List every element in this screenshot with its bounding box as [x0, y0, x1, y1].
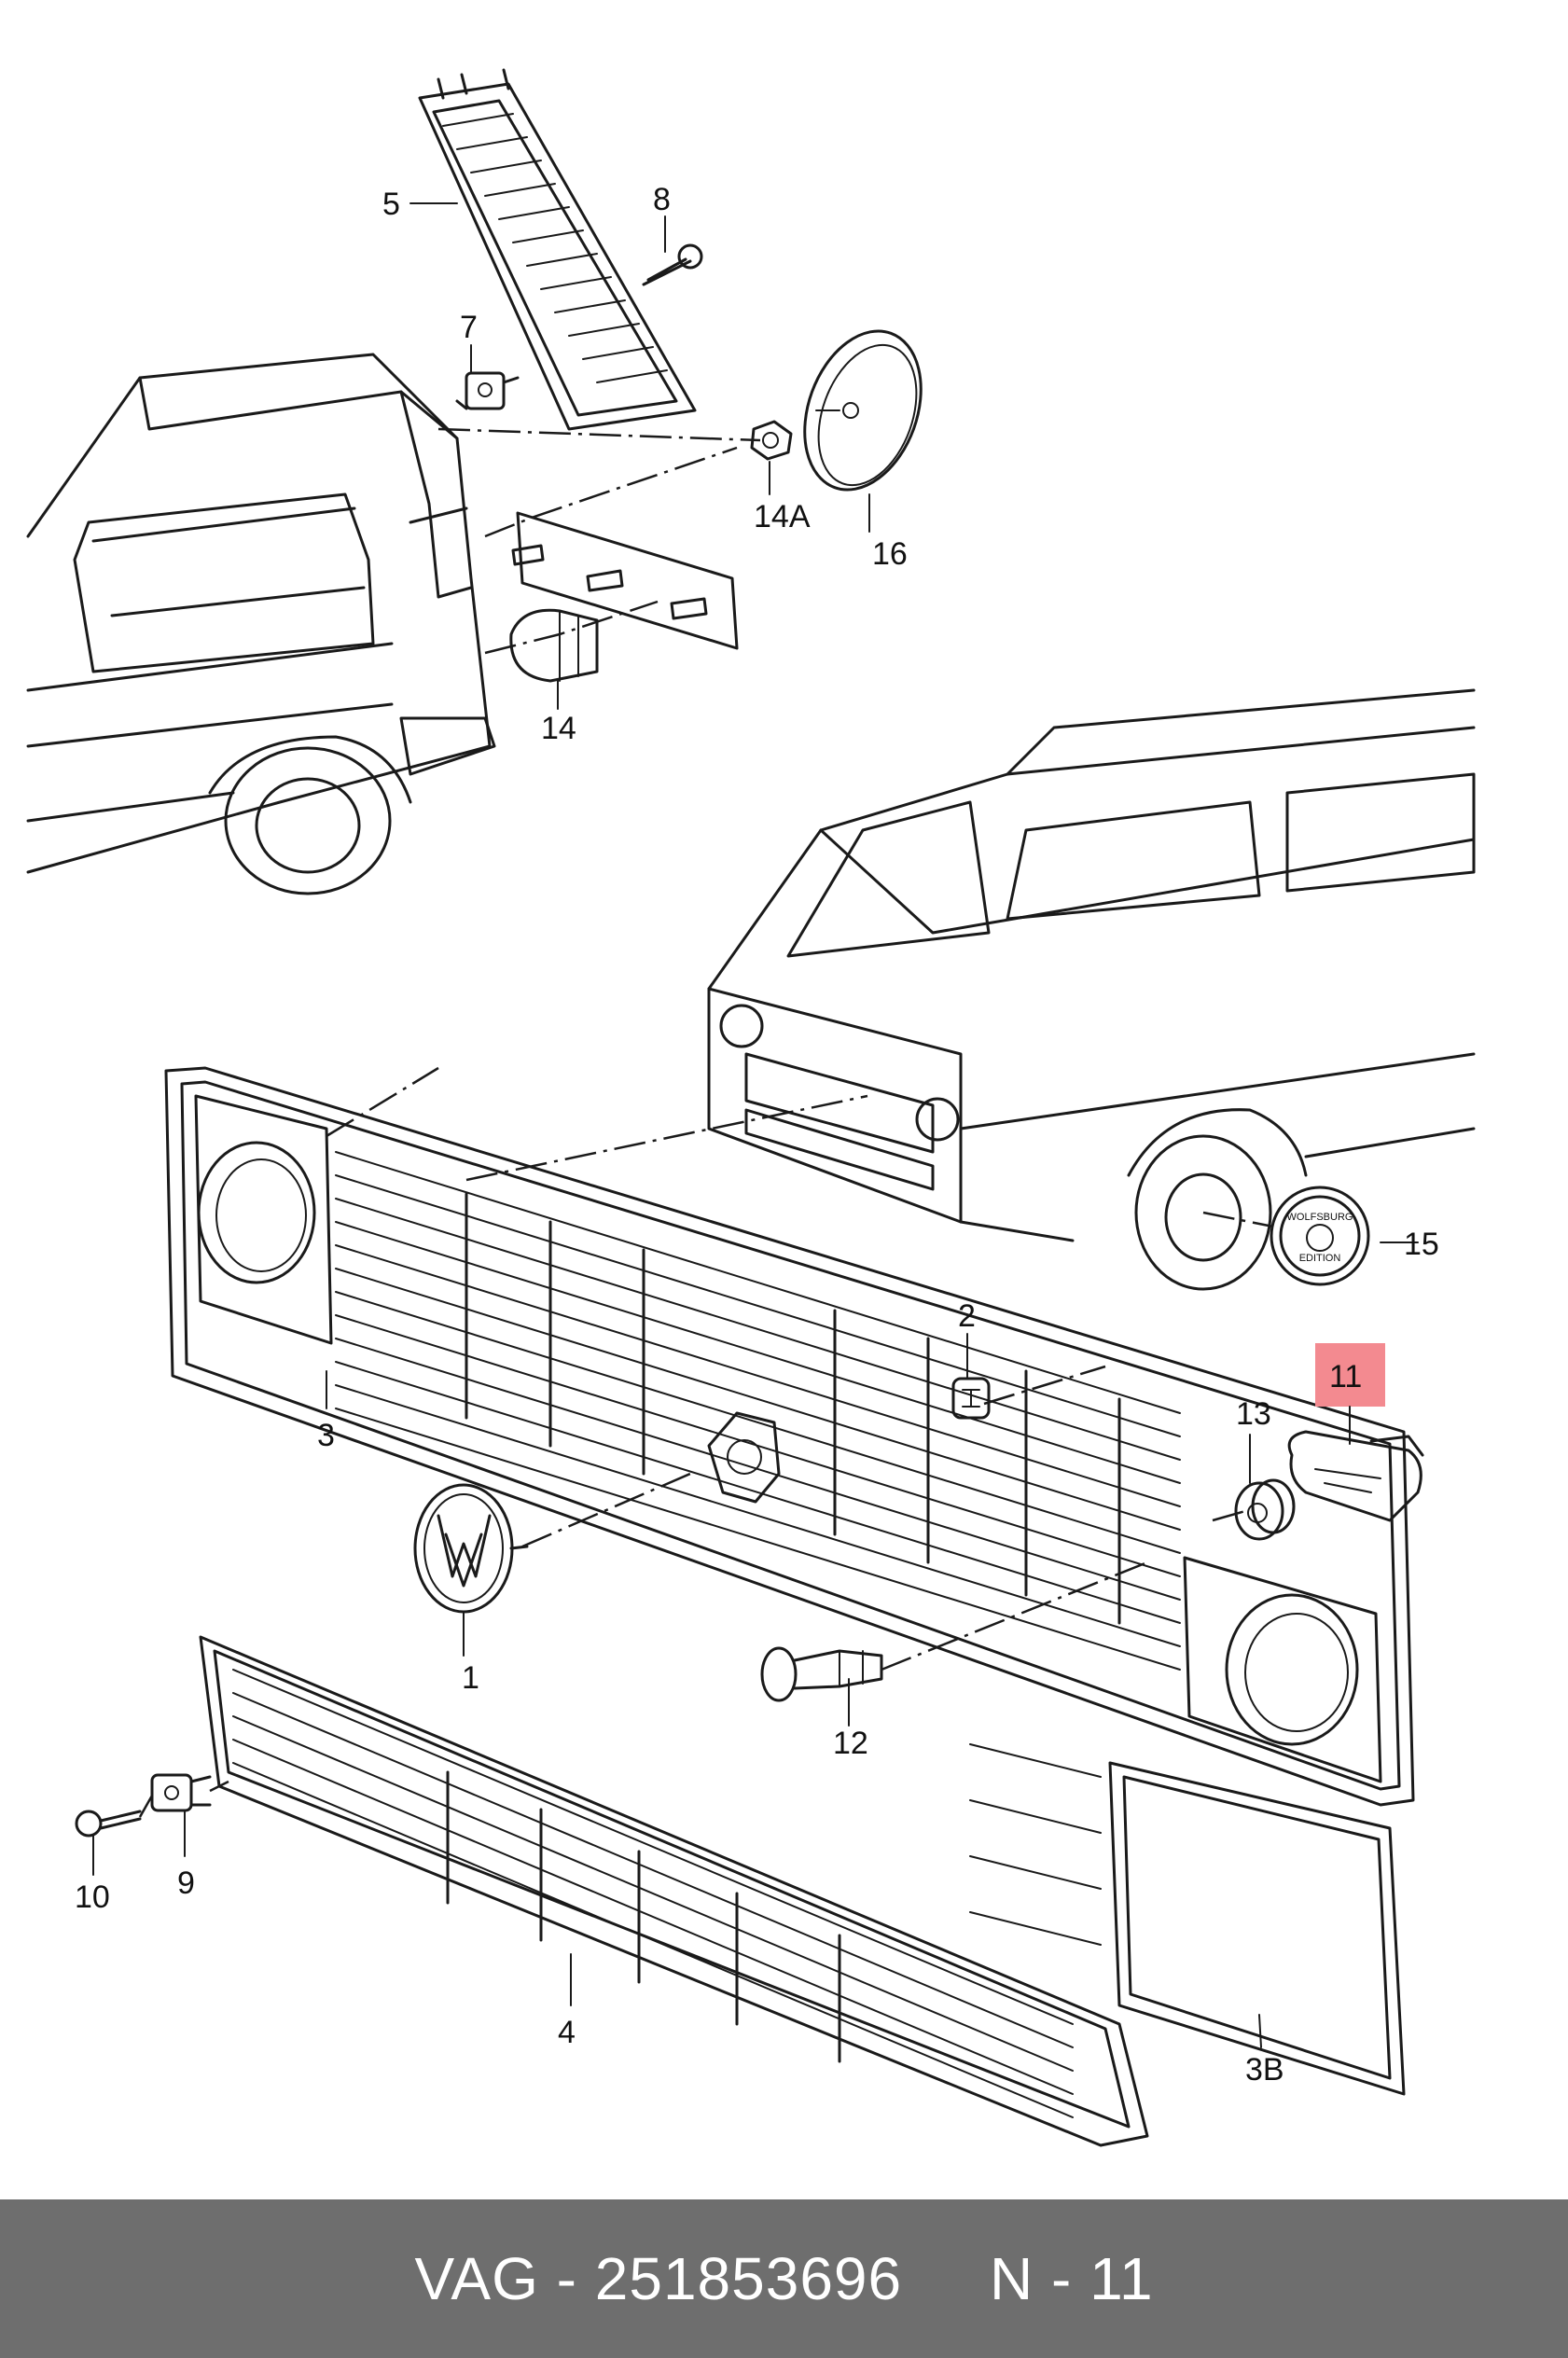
plate-14	[509, 511, 739, 683]
callout-16: 16	[872, 536, 908, 572]
clip-7	[455, 371, 520, 410]
badge15-line1: WOLFSBURG	[1287, 1212, 1353, 1223]
callout-8: 8	[653, 182, 671, 217]
assembly-lines	[138, 427, 1274, 1818]
nut-14a	[750, 420, 793, 461]
lower-grille-4	[199, 1635, 1149, 2147]
callout-14: 14	[541, 711, 576, 746]
callouts: 5 8 7 14A 16 14 15 11 13 2 3 1 12 10 9 4…	[75, 182, 1439, 2088]
callout-13: 13	[1236, 1396, 1271, 1432]
van-front-sketch	[707, 688, 1476, 1291]
callout-1: 1	[462, 1660, 479, 1696]
screw-10	[75, 1810, 142, 1838]
callout-5: 5	[382, 187, 400, 222]
grommet-13	[1234, 1478, 1296, 1541]
wolfsburg-badge-15: WOLFSBURG EDITION	[1270, 1186, 1370, 1286]
footer-gap	[902, 2244, 990, 2313]
callout-3: 3	[317, 1418, 335, 1453]
lamp-holder-11	[1287, 1430, 1424, 1522]
screw-8	[642, 243, 703, 286]
van-rear-sketch	[26, 353, 496, 895]
footer-brand: VAG	[414, 2245, 539, 2312]
leader-lines	[92, 202, 1419, 2048]
footer-item: N - 11	[990, 2245, 1154, 2312]
push-rivet-12	[760, 1646, 883, 1702]
parts-diagram: WOLFSBURG EDITION	[26, 68, 1476, 2147]
callout-14a: 14A	[754, 499, 811, 534]
callout-9: 9	[177, 1866, 195, 1901]
callout-11: 11	[1329, 1359, 1362, 1394]
callout-12: 12	[833, 1726, 868, 1761]
clip-9	[150, 1773, 212, 1812]
part-footer: VAG - 251853696 N - 11	[0, 2199, 1568, 2358]
vw-emblem-1	[413, 1483, 529, 1614]
highlight-box-11	[1315, 1343, 1385, 1407]
main-grille-3	[164, 1066, 1415, 1807]
callout-3b: 3B	[1245, 2052, 1284, 2088]
callout-15: 15	[1404, 1227, 1439, 1262]
footer-part-number: 251853696	[594, 2245, 903, 2312]
callout-10: 10	[75, 1879, 110, 1915]
callout-4: 4	[558, 2015, 576, 2050]
headlamp-frame-3b	[969, 1743, 1406, 2096]
footer-sep: -	[538, 2245, 595, 2312]
callout-2: 2	[958, 1298, 976, 1334]
small-emblem-2	[951, 1377, 991, 1420]
callout-7: 7	[460, 310, 478, 345]
vent-grille-5	[418, 68, 697, 431]
round-badge-16	[803, 329, 923, 492]
badge15-line2: EDITION	[1299, 1253, 1341, 1264]
